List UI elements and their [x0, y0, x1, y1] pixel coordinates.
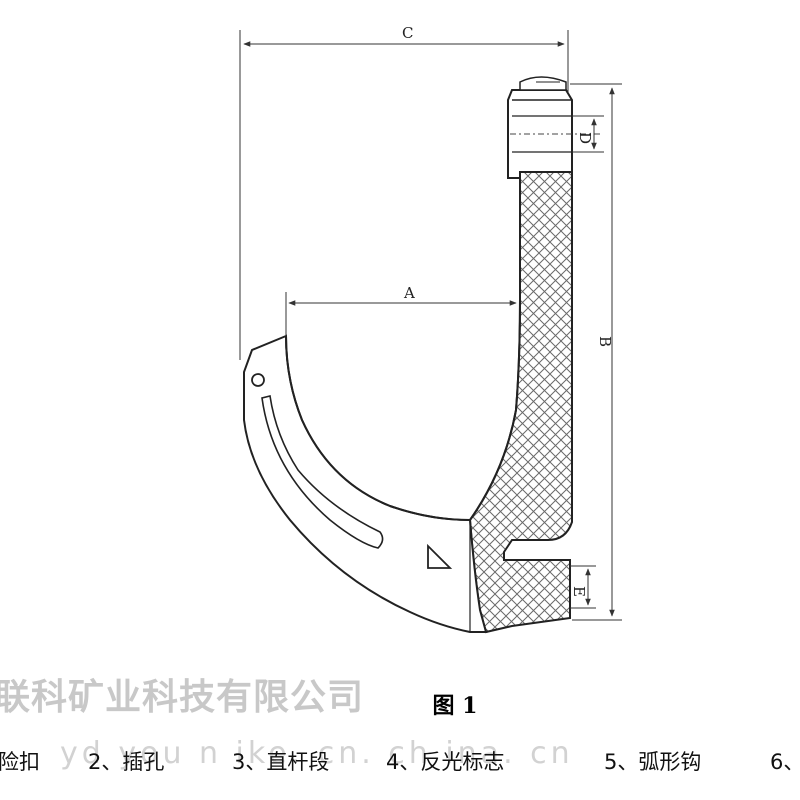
legend-item-6: 6、 — [770, 750, 800, 774]
dimension-d: D — [572, 115, 604, 153]
top-cap — [507, 76, 600, 179]
dimension-e-label: E — [570, 586, 588, 597]
watermark-company: 联科矿业科技有限公司 — [0, 677, 365, 718]
parts-legend: 险扣 2、插孔 3、直杆段 4、反光标志 5、弧形钩 6、 — [0, 746, 800, 776]
legend-item-2: 2、插孔 — [88, 750, 165, 774]
legend-item-5: 5、弧形钩 — [604, 750, 702, 774]
arc-hook — [243, 334, 488, 633]
dimension-d-label: D — [576, 132, 594, 144]
straight-shank-section — [468, 171, 573, 634]
dimension-e: E — [570, 565, 596, 609]
insertion-slot — [261, 395, 384, 549]
legend-item-1: 险扣 — [0, 750, 40, 774]
hook-inner-curve — [285, 299, 521, 522]
legend-item-4: 4、反光标志 — [386, 750, 505, 774]
dimension-a: A — [285, 284, 517, 336]
legend-item-3: 3、直杆段 — [232, 750, 330, 774]
insert-hole — [251, 373, 265, 387]
reflective-marker — [427, 543, 453, 569]
figure-caption: 图 1 — [432, 693, 478, 719]
dimension-a-label: A — [403, 284, 415, 302]
dimension-b-label: B — [596, 336, 614, 347]
dimension-c-label: C — [402, 24, 413, 42]
dimension-c: C — [239, 24, 569, 360]
watermark-url: yd you n ike. cn. ch ina. cn — [60, 736, 574, 771]
dimension-b: B — [570, 83, 622, 621]
